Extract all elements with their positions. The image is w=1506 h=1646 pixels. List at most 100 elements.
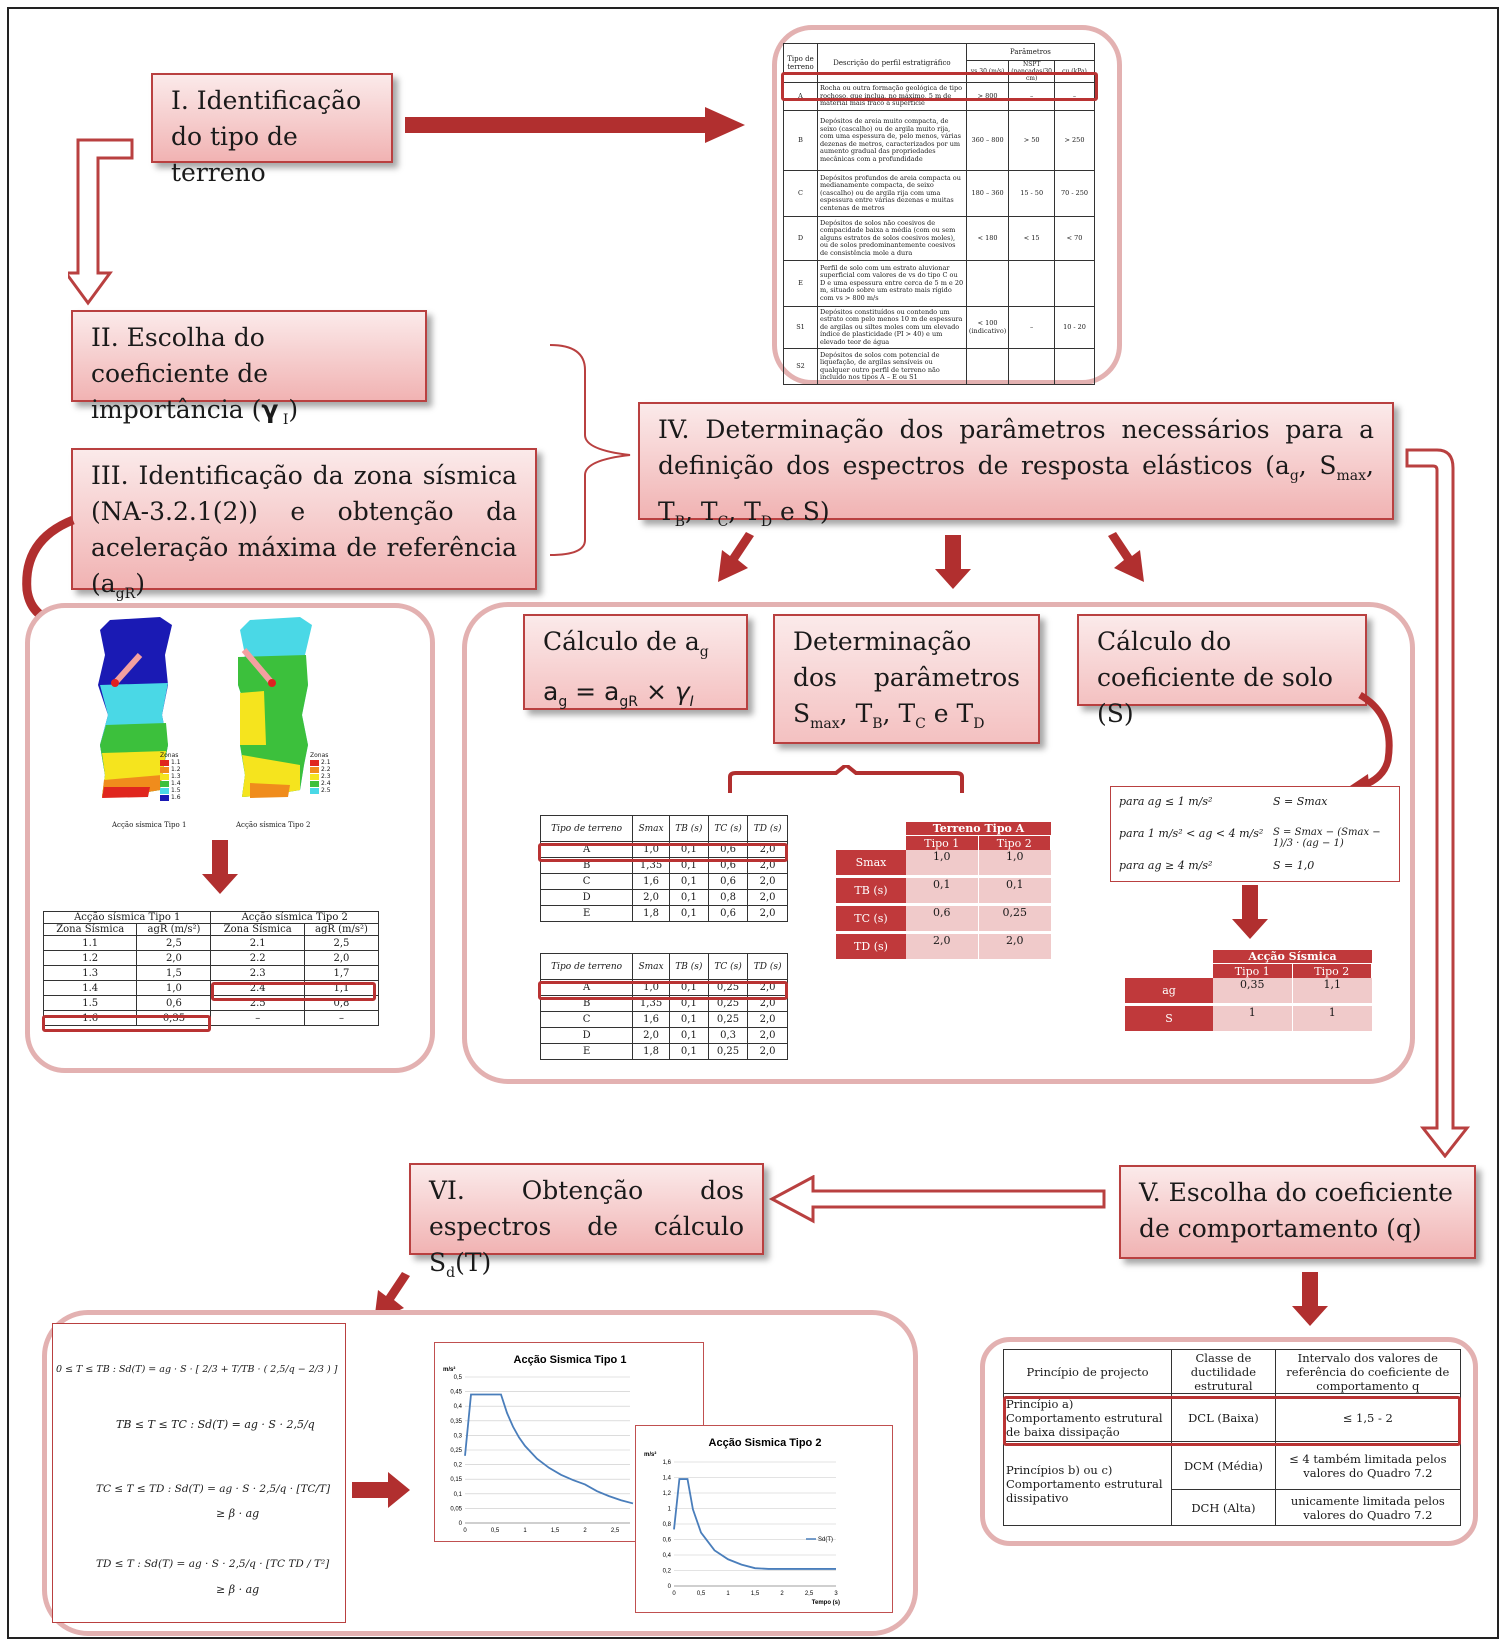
arrow-formula-to-table (1232, 885, 1268, 939)
terr-blank2 (836, 836, 906, 850)
legend-swatch (160, 780, 169, 787)
chart-type-2: Acção Sismica Tipo 2m/s²00,20,40,60,811,… (635, 1425, 893, 1613)
chart-ytick: 0,15 (450, 1477, 462, 1483)
chart-ytick: 0,4 (454, 1404, 463, 1410)
accao-cell: 1 (1213, 1006, 1293, 1034)
param-cell: C (539, 873, 634, 890)
formula-line-3b: S = 1,0 (1273, 859, 1314, 872)
step-ii-close: ) (288, 395, 299, 424)
param-cell: 0,25 (707, 1043, 749, 1060)
chart-ytick: 0,35 (450, 1419, 462, 1425)
chart-ytick: 0,2 (663, 1569, 672, 1575)
zone-cell: 1.2 (42, 950, 138, 966)
chart-title: Acção Sismica Tipo 1 (514, 1354, 627, 1366)
legend-item: 2.3 (310, 773, 331, 780)
terr-title-row: Terreno Tipo A (836, 822, 1051, 836)
chart-xtick: 0,5 (697, 1591, 706, 1597)
zone-col-header: Zona Sísmica (210, 923, 305, 936)
sep-2: , T (658, 451, 1374, 526)
map-type-2 (238, 617, 312, 798)
zone-cell: 1.4 (42, 980, 138, 996)
legend-swatch (160, 759, 169, 766)
legend-item: 1.1 (160, 759, 181, 766)
eq-4a: TD ≤ T : Sd(T) = ag · S · 2,5/q · [TC TD… (96, 1558, 330, 1570)
param-cell: 2,0 (747, 905, 788, 922)
terr-cell: 1,0 (906, 850, 979, 878)
gamma-symbol: γ (261, 395, 279, 424)
accao-blank2 (1125, 964, 1213, 978)
p-sep3: e T (925, 699, 974, 728)
param-col-header: Tipo de terreno (539, 953, 634, 980)
terr-title: Terreno Tipo A (906, 822, 1051, 836)
legend-label: 1.5 (171, 787, 181, 794)
legend-item: 1.2 (160, 766, 181, 773)
chart-xtick: 0 (463, 1528, 467, 1534)
formula-line-3: para ag ≥ 4 m/s² (1119, 859, 1212, 872)
f2b: S = Smax − (Smax − 1)/3 · (ag − 1) (1273, 827, 1381, 849)
sub-g: g (1289, 468, 1299, 484)
chart-series-line (673, 1478, 836, 1570)
chart-ytick: 0,8 (663, 1522, 672, 1528)
legend-label: 2.2 (321, 766, 331, 773)
arrow-v-to-vi (768, 1175, 1106, 1224)
param-cell: D (539, 889, 634, 906)
zone-2-4-highlight (211, 982, 376, 1001)
soil-cell: Depósitos de solos com potencial de liqu… (817, 348, 967, 385)
param-col-header: TC (s) (707, 953, 749, 980)
ag-title-sub: g (699, 644, 709, 660)
soil-cell: 360 – 800 (965, 110, 1010, 171)
step-ii-box: II. Escolha do coeficiente de importânci… (71, 310, 427, 428)
soil-cell (965, 348, 1010, 385)
chart-ytick: 1 (668, 1507, 672, 1513)
accao-title-row: Acção Sísmica (1125, 950, 1372, 964)
soil-cell: < 70 (1054, 216, 1095, 261)
soil-cell: 180 – 360 (965, 170, 1010, 217)
soil-cell: 10 - 20 (1054, 306, 1095, 349)
legend-label: 2.5 (321, 787, 331, 794)
arrow-iv-to-v (1405, 448, 1471, 1158)
step-iv-box: IV. Determinação dos parâmetros necessár… (638, 402, 1394, 530)
map1-caption: Acção sísmica Tipo 1 (112, 821, 187, 829)
terr-blank (836, 822, 906, 836)
soil-row-a-highlight (781, 72, 1098, 101)
param-cell: 0,1 (668, 873, 709, 890)
param-cell: 0,1 (668, 1043, 709, 1060)
step-v-box: V. Escolha do coeficiente de comportamen… (1119, 1165, 1476, 1259)
q-col-header: Princípio de projecto (1002, 1349, 1173, 1394)
accao-col: Tipo 2 (1292, 964, 1372, 978)
soil-cell: > 250 (1054, 110, 1095, 171)
sub-max: max (1336, 468, 1367, 484)
legend-label: 2.1 (321, 759, 331, 766)
param-cell: 2,0 (747, 1027, 788, 1044)
chart-series-line (464, 1393, 634, 1505)
arrow-iv-right (1108, 532, 1144, 582)
soil-cell: < 100 (indicativo) (965, 306, 1010, 349)
sub-b: B (674, 514, 685, 530)
param-cell: 0,6 (707, 873, 749, 890)
legend-swatch (310, 787, 319, 794)
q-row-b: Princípios b) ou c) Comportamento estrut… (1002, 1441, 1462, 1526)
q-cell: DCH (Alta) (1171, 1489, 1276, 1526)
legend-label: 1.6 (171, 794, 181, 801)
formula-line-1: para ag ≤ 1 m/s² (1119, 795, 1212, 808)
chart-xlabel: Tempo (s) (812, 1600, 840, 1606)
step-iii-close: ) (135, 569, 145, 598)
formula-line-1b: S = Smax (1273, 795, 1327, 808)
legend-item: 2.2 (310, 766, 331, 773)
zone-cell: 2.3 (210, 965, 305, 981)
step-vi-text: VI. Obtenção dos espectros de cálculo S (429, 1176, 744, 1277)
